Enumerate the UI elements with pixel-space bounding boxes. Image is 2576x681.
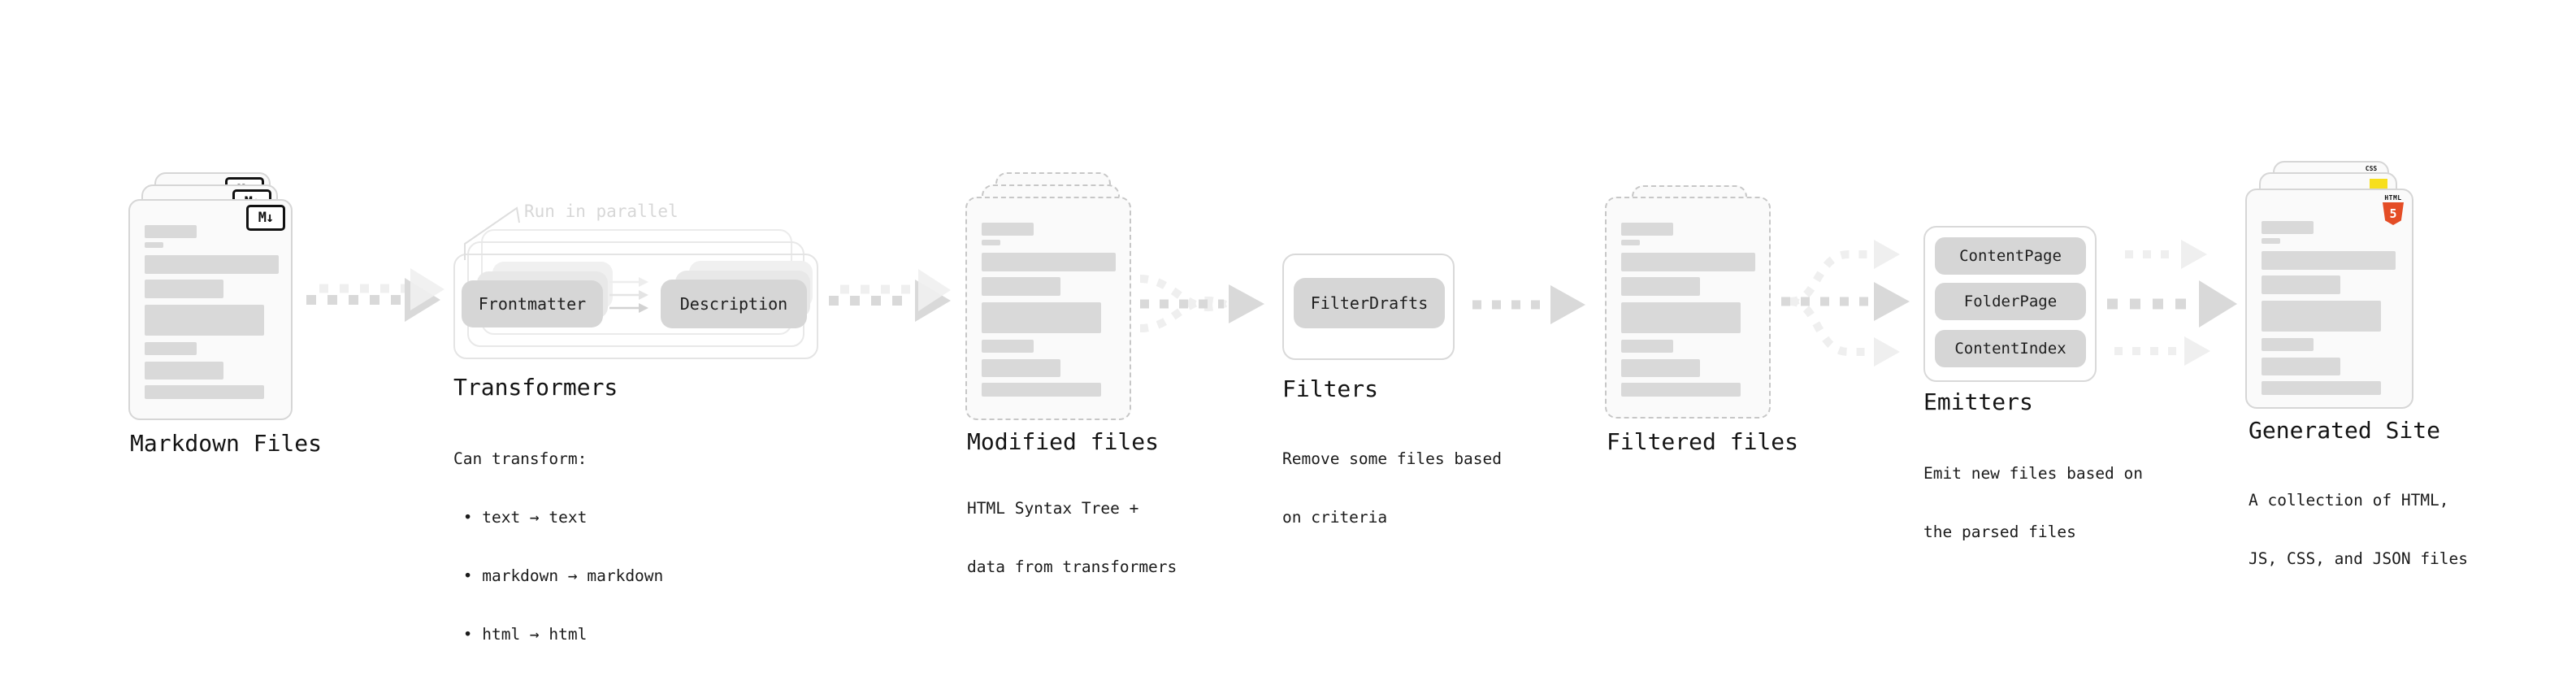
text-line: • markdown → markdown <box>453 566 664 585</box>
text-line: the parsed files <box>1923 523 2076 541</box>
text-line: on criteria <box>1282 508 1388 527</box>
run-in-parallel-annotation: Run in parallel <box>524 202 679 221</box>
emitter-pill-contentindex: ContentIndex <box>1935 330 2086 367</box>
placeholder-line <box>2262 251 2396 270</box>
text-line: A collection of HTML, <box>2249 491 2449 510</box>
placeholder-line <box>145 280 223 298</box>
placeholder-line <box>2262 381 2381 395</box>
markdown-icon: M↓ <box>246 205 285 231</box>
placeholder-line <box>982 340 1034 353</box>
arrow-markdown-to-transformers <box>306 268 445 322</box>
placeholder-line <box>2262 358 2340 375</box>
placeholder-line <box>982 302 1101 333</box>
stage-label-generated-site: Generated Site <box>2249 417 2441 444</box>
placeholder-line <box>1621 383 1741 397</box>
modified-files-description: HTML Syntax Tree + data from transformer… <box>967 461 1177 615</box>
placeholder-line <box>145 342 197 355</box>
placeholder-line <box>145 255 279 274</box>
stage-label-filtered-files: Filtered files <box>1607 428 1799 455</box>
js-icon <box>2370 179 2387 189</box>
emitters-description: Emit new files based on the parsed files <box>1923 426 2143 580</box>
stage-label-transformers: Transformers <box>453 374 618 401</box>
css-icon-label: CSS <box>2365 165 2378 172</box>
markdown-file-card-front: M↓ <box>128 199 293 420</box>
stage-label-modified-files: Modified files <box>967 428 1160 455</box>
placeholder-line <box>982 240 1000 245</box>
arrow-filtered-to-emitters-split <box>1781 240 1910 367</box>
filtered-file-card-front <box>1605 197 1771 419</box>
arrow-modified-to-filters-merge <box>1139 275 1264 332</box>
placeholder-line <box>145 362 223 380</box>
stage-label-emitters: Emitters <box>1923 388 2033 415</box>
text-line: HTML Syntax Tree + <box>967 499 1139 518</box>
placeholder-line <box>145 385 264 399</box>
placeholder-line <box>1621 302 1741 333</box>
placeholder-line <box>982 383 1101 397</box>
stage-label-filters: Filters <box>1282 375 1379 402</box>
placeholder-line <box>982 359 1060 377</box>
placeholder-line <box>145 225 197 238</box>
placeholder-line <box>2262 221 2314 234</box>
text-line: JS, CSS, and JSON files <box>2249 549 2469 568</box>
html5-number: 5 <box>2389 206 2397 221</box>
generated-file-card-html: HTML 5 <box>2245 189 2413 409</box>
placeholder-line <box>982 223 1034 236</box>
transformer-pill-description: Description <box>661 280 807 328</box>
placeholder-line <box>145 305 264 336</box>
placeholder-line <box>1621 253 1755 271</box>
placeholder-line <box>145 242 163 248</box>
generated-site-description: A collection of HTML, JS, CSS, and JSON … <box>2249 453 2468 607</box>
transformers-description: Can transform: • text → text • markdown … <box>453 411 663 681</box>
arrow-transformers-to-modified <box>829 269 951 322</box>
text-line: Remove some files based <box>1282 449 1503 468</box>
text-line: • html → html <box>453 625 588 644</box>
transformer-layer-box-front <box>453 254 818 359</box>
emitter-pill-contentpage: ContentPage <box>1935 237 2086 275</box>
placeholder-line <box>1621 359 1700 377</box>
text-line: Can transform: <box>453 449 588 468</box>
modified-file-card-front <box>965 197 1131 420</box>
emitter-pill-folderpage: FolderPage <box>1935 283 2086 320</box>
stage-label-markdown-files: Markdown Files <box>130 430 323 457</box>
html5-icon: HTML 5 <box>2381 194 2405 225</box>
placeholder-line <box>1621 340 1673 353</box>
html5-icon-label: HTML <box>2384 194 2402 202</box>
placeholder-line <box>2262 301 2381 332</box>
placeholder-line <box>2262 338 2314 351</box>
placeholder-line <box>1621 240 1640 245</box>
text-line: • text → text <box>453 508 588 527</box>
placeholder-line <box>1621 223 1673 236</box>
placeholder-line <box>2262 238 2280 244</box>
arrows-emitters-to-generated <box>2107 240 2237 366</box>
html5-shield: 5 <box>2383 202 2404 225</box>
arrow-filters-to-filtered <box>1472 285 1585 324</box>
placeholder-line <box>982 253 1116 271</box>
transformer-pill-frontmatter: Frontmatter <box>462 280 603 327</box>
filter-pill-filterdrafts: FilterDrafts <box>1294 278 1445 328</box>
placeholder-line <box>982 277 1060 296</box>
placeholder-line <box>1621 277 1700 296</box>
text-line: data from transformers <box>967 557 1177 576</box>
text-line: Emit new files based on <box>1923 464 2144 483</box>
placeholder-line <box>2262 275 2340 294</box>
filters-description: Remove some files based on criteria <box>1282 411 1502 566</box>
